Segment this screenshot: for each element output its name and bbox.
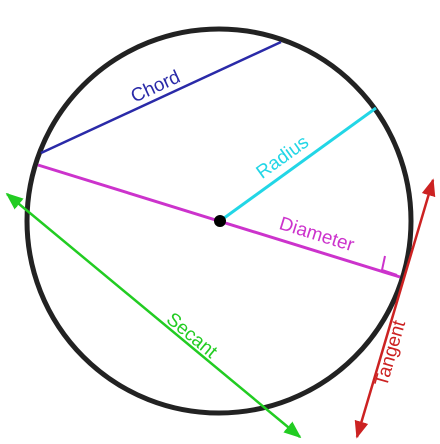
chord-line xyxy=(40,40,282,155)
center-point xyxy=(214,215,226,227)
secant-label: Secant xyxy=(162,309,222,363)
radius-line xyxy=(219,106,377,223)
tangent-line xyxy=(354,178,436,439)
secant-line xyxy=(5,192,302,439)
